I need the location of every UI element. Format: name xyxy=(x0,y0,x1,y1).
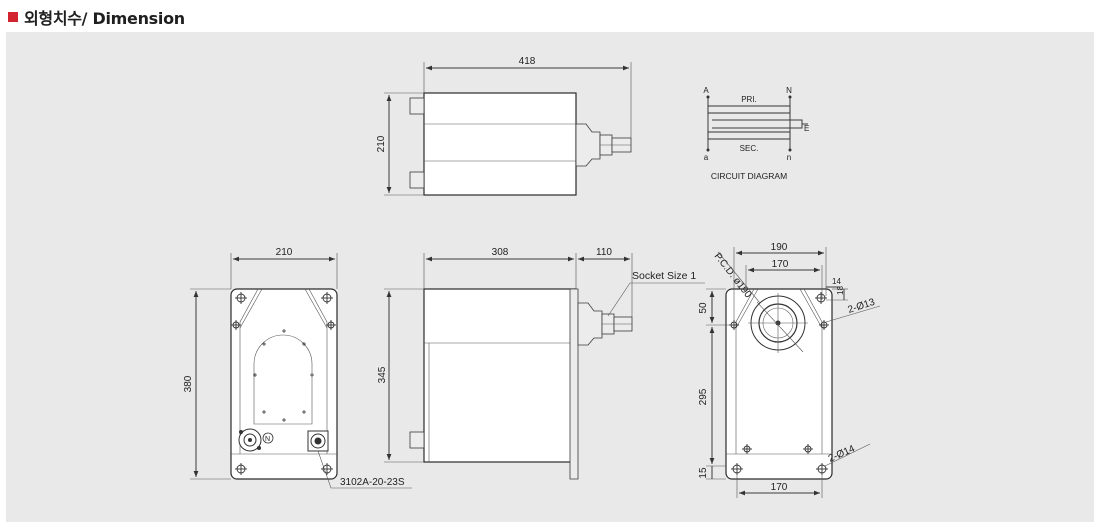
section-title: 외형치수/ Dimension xyxy=(24,9,185,28)
side-view-body xyxy=(423,288,577,463)
dim-295: 295 xyxy=(698,388,709,405)
mount-view: P.C.D. ø190 190 170 14 18 2-Ø13 50 295 1… xyxy=(698,242,881,498)
top-view-body xyxy=(423,92,577,196)
front-width-dim: 210 xyxy=(276,247,293,258)
side-length-dim: 308 xyxy=(492,247,509,258)
dim-50: 50 xyxy=(698,302,709,314)
dim-14: 14 xyxy=(832,277,841,286)
circuit-label-N: N xyxy=(786,86,792,95)
secondary-winding xyxy=(707,131,791,140)
dim-170-bottom: 170 xyxy=(771,482,788,493)
circuit-label-E: E xyxy=(804,124,809,133)
circuit-label-A: A xyxy=(703,86,709,95)
flange-circle xyxy=(748,293,808,353)
circuit-label-n: n xyxy=(787,153,791,162)
dim-190: 190 xyxy=(771,242,788,253)
plug-length-dim: 110 xyxy=(596,247,612,258)
hole-13-label: 2-Ø13 xyxy=(847,297,877,316)
circuit-label-sec: SEC. xyxy=(740,144,759,153)
terminal-mark-n: N xyxy=(265,436,270,443)
dim-170-top: 170 xyxy=(772,259,789,270)
socket-size-label: Socket Size 1 xyxy=(632,270,696,282)
primary-winding xyxy=(707,105,791,114)
side-view: Socket Size 1 308 110 345 xyxy=(377,247,705,480)
plug-housing xyxy=(575,123,601,167)
front-height-dim: 380 xyxy=(183,375,194,392)
front-view: N 3102A-20-23S 210 380 xyxy=(183,247,412,489)
terminal-bottom xyxy=(409,171,425,189)
section-heading: 외형치수/ Dimension xyxy=(8,4,185,30)
dim-15: 15 xyxy=(698,467,709,479)
base-flange xyxy=(569,288,579,480)
red-square-icon xyxy=(8,12,18,22)
mount-view-body xyxy=(725,288,833,480)
top-width-dim: 418 xyxy=(519,56,536,67)
top-height-dim: 210 xyxy=(376,135,387,152)
arched-window xyxy=(253,334,313,425)
side-terminal xyxy=(409,431,425,449)
connector-label: 3102A-20-23S xyxy=(340,477,405,488)
circuit-title: CIRCUIT DIAGRAM xyxy=(711,171,787,181)
round-terminal: N xyxy=(238,428,274,452)
circuit-label-pri: PRI. xyxy=(741,95,757,104)
circuit-diagram: A N PRI. E SEC. a n CIRCUIT DIAGRAM xyxy=(703,86,809,181)
side-plug-housing xyxy=(577,302,603,346)
dim-18: 18 xyxy=(836,286,845,295)
square-connector xyxy=(307,430,329,452)
terminal-top xyxy=(409,97,425,115)
top-view: 418 210 xyxy=(376,56,632,196)
circuit-label-a: a xyxy=(704,153,709,162)
side-height-dim: 345 xyxy=(377,366,388,383)
